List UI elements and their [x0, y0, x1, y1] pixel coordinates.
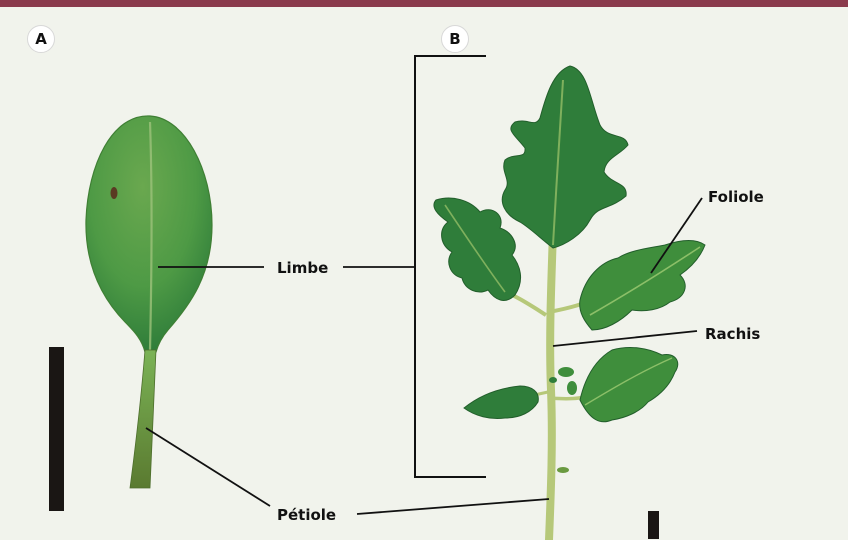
scale-bar-b — [648, 511, 659, 539]
leaflet-small-3 — [567, 381, 577, 395]
simple-leaf-petiole — [130, 350, 156, 488]
scale-bar-a — [49, 347, 64, 511]
leaflet-small-4 — [557, 467, 569, 473]
leaflet-right-lower — [580, 348, 678, 422]
rachis-leader — [553, 331, 697, 346]
simple-leaf — [86, 116, 212, 488]
petiole-leader-right — [357, 499, 549, 514]
label-rachis: Rachis — [705, 325, 760, 343]
rachis-stem — [549, 232, 553, 540]
terminal-leaflet — [502, 66, 628, 248]
petiole-leader-left — [146, 428, 270, 506]
leaflet-left-lower — [464, 386, 538, 419]
leaflet-right-upper — [580, 240, 705, 330]
label-foliole: Foliole — [708, 188, 764, 206]
leaf-spot — [111, 187, 118, 199]
label-limbe: Limbe — [277, 259, 328, 277]
leaflet-small-1 — [558, 367, 574, 377]
compound-leaf — [434, 66, 705, 540]
leaflet-small-2 — [549, 377, 557, 383]
label-petiole: Pétiole — [277, 506, 336, 524]
simple-leaf-blade — [86, 116, 212, 352]
